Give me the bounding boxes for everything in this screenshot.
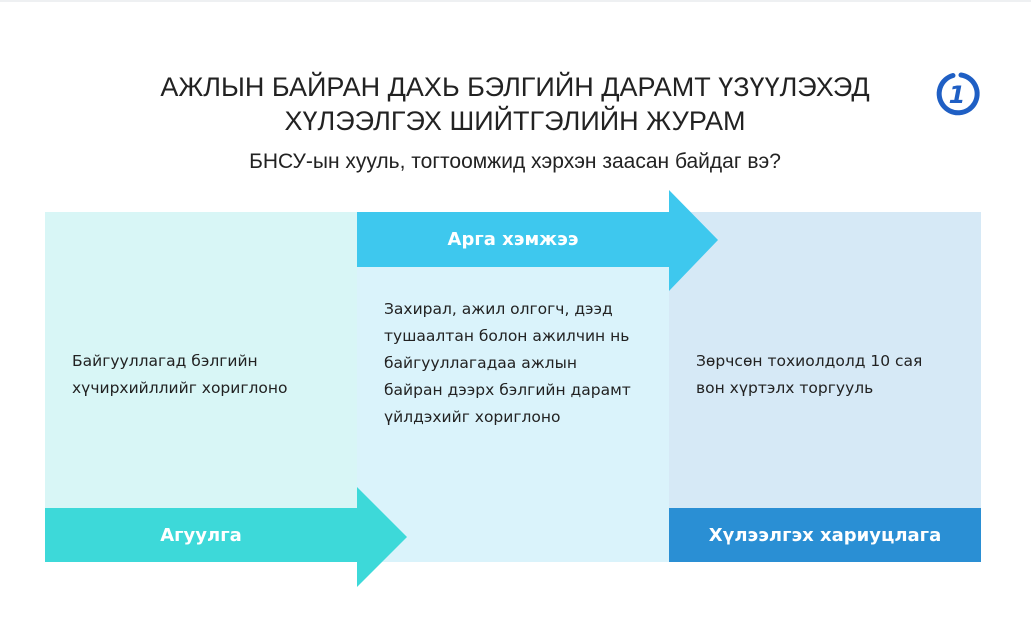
content-panel xyxy=(45,212,357,562)
liability-text: Зөрчсөн тохиолдолд 10 сая вон хүртэлх то… xyxy=(696,352,923,397)
liability-label: Хүлээлгэх хариуцлага xyxy=(708,525,942,546)
content-arrow xyxy=(45,487,407,587)
measure-arrow xyxy=(357,190,718,291)
top-divider xyxy=(0,0,1031,2)
liability-panel xyxy=(669,212,981,562)
number-one-logo-icon: 1 xyxy=(936,72,980,116)
measure-panel xyxy=(357,212,669,562)
svg-text:1: 1 xyxy=(949,81,966,109)
title-line-2: ХҮЛЭЭЛГЭХ ШИЙТГЭЛИЙН ЖУРАМ xyxy=(284,106,746,136)
liability-bar xyxy=(669,508,981,562)
measure-label: Арга хэмжээ xyxy=(447,229,579,250)
title-line-1: АЖЛЫН БАЙРАН ДАХЬ БЭЛГИЙН ДАРАМТ ҮЗҮҮЛЭХ… xyxy=(160,72,870,102)
content-label: Агуулга xyxy=(160,525,242,546)
content-text: Байгууллагад бэлгийн хүчирхийллийг хориг… xyxy=(72,352,288,397)
measure-text: Захирал, ажил олгогч, дээд тушаалтан бол… xyxy=(384,300,631,426)
subtitle: БНСУ-ын хууль, тогтоомжид хэрхэн заасан … xyxy=(249,150,781,173)
